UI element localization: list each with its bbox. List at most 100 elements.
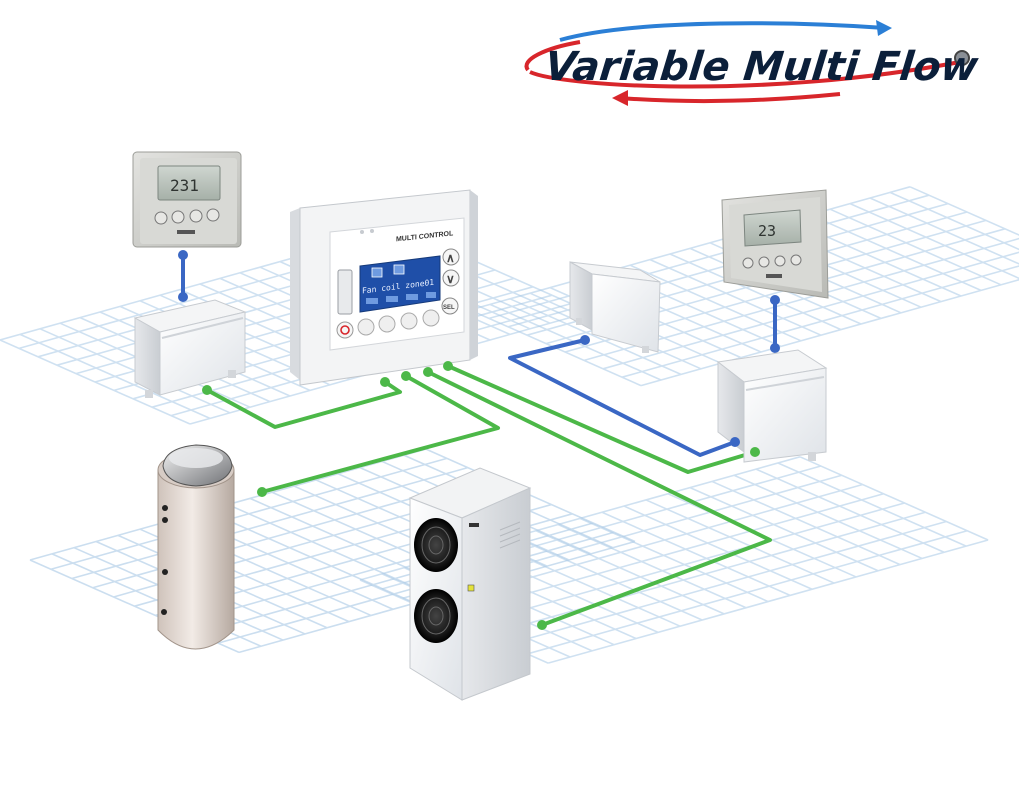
logo-dot-icon	[954, 50, 970, 66]
grid-line	[809, 214, 982, 292]
grid-line	[488, 194, 930, 320]
sd-card-slot	[337, 269, 353, 315]
grid-line	[909, 186, 1019, 236]
grid-line	[602, 251, 1019, 370]
grid-line	[506, 520, 947, 646]
thermostat-left: 231	[132, 151, 242, 302]
thermostat-left-button-1[interactable]	[154, 211, 168, 225]
logo-bottom-arrow	[529, 60, 961, 89]
thermostat-right: 23	[721, 189, 829, 353]
function-button-1[interactable]	[357, 318, 375, 336]
grid-line	[464, 502, 905, 627]
wire-node	[730, 437, 740, 447]
logo-top-arrowhead	[876, 20, 892, 36]
wire-node	[770, 343, 780, 353]
fan-grille-bottom	[414, 589, 458, 643]
wiring	[181, 255, 777, 627]
tank-port	[161, 609, 167, 615]
green-wire-to-tank	[261, 374, 500, 494]
multi-control-panel: MULTI CONTROL Fan coil zone01 ∧ ∨ SEL	[290, 189, 478, 387]
thermostat-right-display: 23	[758, 222, 776, 240]
grid-line	[711, 480, 901, 566]
grid-line	[579, 517, 769, 603]
grid-line	[669, 253, 842, 331]
grid-line	[689, 486, 879, 572]
wire-node	[202, 385, 212, 395]
fancoil-left	[133, 299, 247, 398]
tank-port	[162, 517, 168, 523]
grid-line	[777, 462, 967, 547]
function-button-4[interactable]	[422, 309, 440, 327]
select-key[interactable]	[441, 297, 459, 315]
up-key-label: ∧	[446, 251, 455, 265]
thermostat-right-button-4[interactable]	[790, 254, 802, 266]
floor-grid-tiles	[469, 186, 1019, 387]
thermostat-right-button-1[interactable]	[742, 257, 754, 269]
hot-water-tank	[157, 444, 267, 650]
grid-line	[71, 466, 469, 580]
thermostat-left-button-4[interactable]	[206, 208, 220, 222]
grid-line	[601, 511, 791, 597]
grid-line	[645, 499, 835, 584]
fan-grille-top	[414, 518, 458, 572]
wire-node	[443, 361, 453, 371]
heat-pump-badge-icon	[469, 523, 479, 527]
function-button-2[interactable]	[378, 315, 396, 333]
grid-line	[755, 468, 945, 554]
variable-multi-flow-logo: Variable Multi Flow	[524, 20, 982, 106]
grid-line	[869, 197, 1019, 265]
blue-wire-fancoils	[508, 338, 736, 457]
green-wire-to-fancoil-right	[447, 364, 756, 474]
grid-line	[50, 457, 448, 571]
grid-line	[535, 529, 725, 615]
grid-line	[649, 258, 822, 336]
wire-node	[178, 292, 188, 302]
fancoil-middle	[569, 261, 661, 353]
grid-line	[196, 522, 594, 635]
grid-line	[469, 186, 911, 311]
up-key[interactable]	[442, 248, 460, 266]
thermostat-right-badge-icon	[766, 274, 782, 278]
function-button-3[interactable]	[400, 312, 418, 330]
grid-line	[629, 264, 802, 342]
thermostat-left-lcd	[157, 165, 221, 201]
power-icon	[340, 325, 350, 335]
logo-left-swoosh	[524, 40, 581, 72]
heat-pump-unit	[408, 467, 547, 701]
grid-line	[526, 529, 968, 655]
grid-line	[889, 191, 1019, 251]
select-key-label: SEL	[443, 305, 455, 311]
wire-node	[537, 620, 547, 630]
grid-line	[513, 536, 703, 621]
thermostat-left-badge-icon	[177, 230, 195, 234]
thermostat-left-button-3[interactable]	[189, 209, 203, 223]
grid-line	[485, 511, 926, 637]
wire-node	[178, 250, 188, 260]
tank-port	[162, 505, 168, 511]
grid-line	[733, 474, 923, 560]
grid-line	[621, 265, 1019, 378]
down-key-label: ∨	[446, 272, 455, 286]
fancoil-right	[716, 349, 828, 463]
logo-text: Variable Multi Flow	[543, 44, 982, 90]
logo-bottom-left-arrow	[619, 92, 841, 103]
wire-node	[750, 447, 760, 457]
down-key[interactable]	[442, 269, 460, 287]
logo-bottom-arrowhead	[612, 90, 628, 106]
thermostat-left-button-2[interactable]	[171, 210, 185, 224]
wire-node	[257, 487, 267, 497]
grid-line	[849, 202, 1019, 280]
power-button[interactable]	[336, 321, 354, 339]
thermostat-left-display: 231	[170, 176, 199, 195]
wire-node	[380, 377, 390, 387]
grid-line	[557, 523, 747, 609]
grid-line	[829, 208, 1002, 286]
thermostat-right-button-3[interactable]	[774, 255, 786, 267]
wire-node	[770, 295, 780, 305]
thermostat-right-lcd	[743, 209, 802, 247]
green-wire-to-fancoil-left	[206, 380, 402, 429]
green-wire-to-heatpump	[427, 370, 772, 627]
tank-port	[162, 569, 168, 575]
thermostat-right-button-2[interactable]	[758, 256, 770, 268]
